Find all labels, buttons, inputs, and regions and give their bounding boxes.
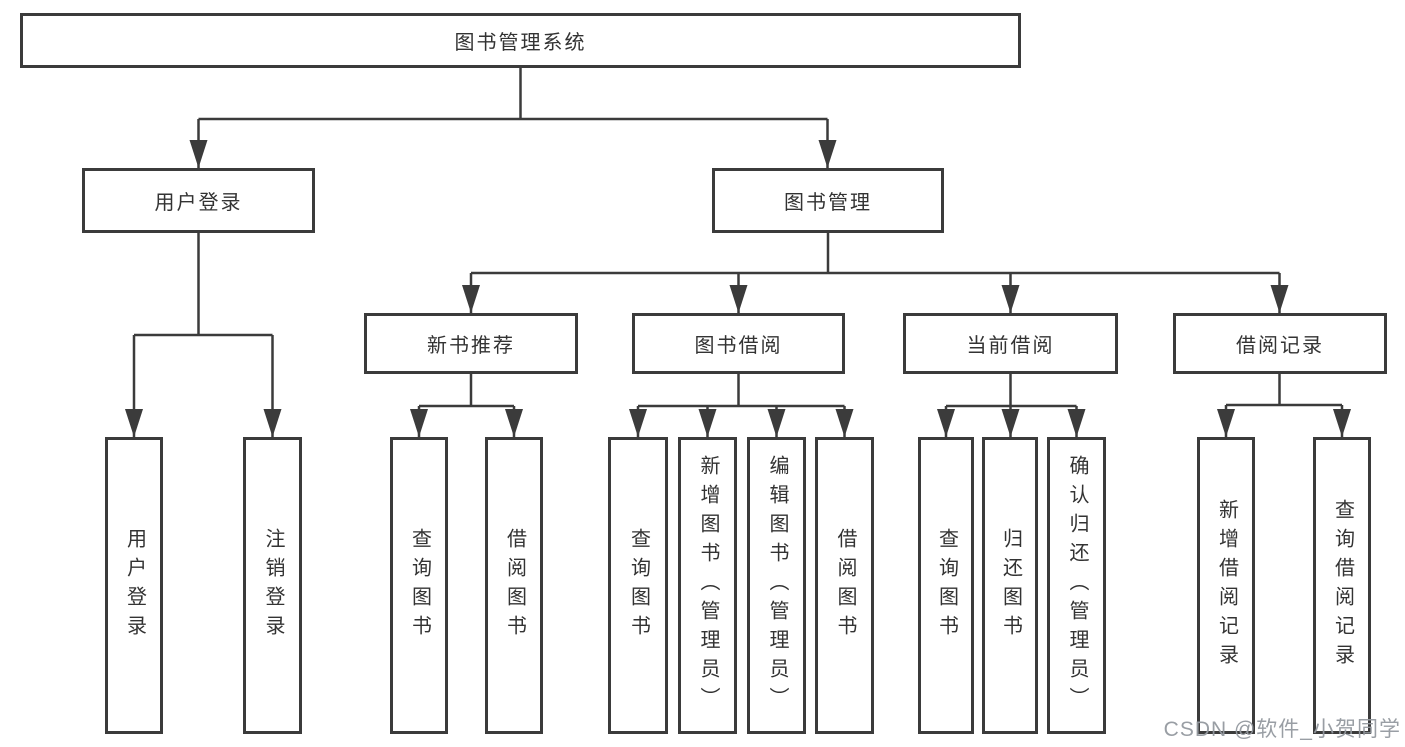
leaf-confirm-return-admin: 确认归还（管理员） — [1047, 437, 1106, 734]
leaf-label: 编辑图书（管理员） — [766, 455, 788, 716]
leaf-user-login: 用户登录 — [105, 437, 163, 734]
leaf-label: 确认归还（管理员） — [1066, 455, 1088, 716]
leaf-label: 注销登录 — [262, 527, 284, 644]
node-label: 用户登录 — [154, 192, 243, 214]
leaf-label: 查询图书 — [627, 527, 650, 644]
node-user-login: 用户登录 — [82, 168, 315, 233]
node-label: 图书管理 — [784, 192, 872, 214]
csdn-watermark: CSDN @软件_小贺同学 — [1163, 718, 1401, 741]
leaf-label: 用户登录 — [123, 527, 146, 644]
leaf-return-books: 归还图书 — [982, 437, 1038, 734]
leaf-edit-books-admin: 编辑图书（管理员） — [747, 437, 806, 734]
node-label: 借阅记录 — [1236, 335, 1324, 357]
node-book-management: 图书管理 — [712, 168, 944, 233]
leaf-query-books-borrow: 查询图书 — [608, 437, 668, 734]
leaf-logout: 注销登录 — [243, 437, 302, 734]
leaf-label: 新增图书（管理员） — [697, 455, 719, 716]
leaf-query-books-current: 查询图书 — [918, 437, 974, 734]
leaf-label: 归还图书 — [999, 527, 1022, 644]
leaf-label: 借阅图书 — [503, 527, 526, 644]
leaf-add-borrow-record: 新增借阅记录 — [1197, 437, 1255, 734]
node-label: 当前借阅 — [966, 335, 1055, 357]
leaf-query-borrow-record: 查询借阅记录 — [1313, 437, 1371, 734]
leaf-label: 借阅图书 — [834, 527, 856, 644]
leaf-label: 查询借阅记录 — [1331, 498, 1354, 673]
node-label: 新书推荐 — [427, 335, 515, 357]
leaf-label: 查询图书 — [408, 527, 431, 644]
leaf-borrow-books: 借阅图书 — [815, 437, 874, 734]
leaf-label: 查询图书 — [935, 527, 958, 644]
node-new-book-recommendation: 新书推荐 — [364, 313, 578, 374]
leaf-borrow-books-recommend: 借阅图书 — [485, 437, 543, 734]
node-current-borrowing: 当前借阅 — [903, 313, 1118, 374]
node-label: 图书管理系统 — [454, 32, 587, 54]
node-book-borrowing: 图书借阅 — [632, 313, 845, 374]
leaf-add-books-admin: 新增图书（管理员） — [678, 437, 737, 734]
node-root-library-management-system: 图书管理系统 — [20, 13, 1021, 68]
leaf-label: 新增借阅记录 — [1215, 498, 1238, 673]
node-borrowing-records: 借阅记录 — [1173, 313, 1387, 374]
leaf-query-books-recommend: 查询图书 — [390, 437, 448, 734]
node-label: 图书借阅 — [694, 335, 783, 357]
